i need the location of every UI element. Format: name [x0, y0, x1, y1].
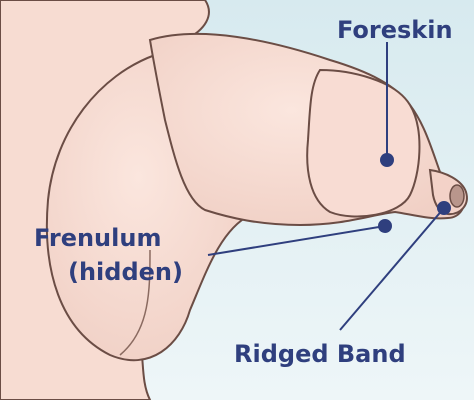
foreskin-opening — [450, 185, 464, 207]
frenulum-marker — [378, 219, 392, 233]
foreskin-label: Foreskin — [337, 16, 453, 44]
ridged-band-label: Ridged Band — [234, 340, 406, 368]
foreskin-marker — [380, 153, 394, 167]
ridged-band-marker — [437, 201, 451, 215]
frenulum-label: Frenulum — [34, 224, 161, 252]
frenulum-sublabel: (hidden) — [68, 258, 183, 286]
